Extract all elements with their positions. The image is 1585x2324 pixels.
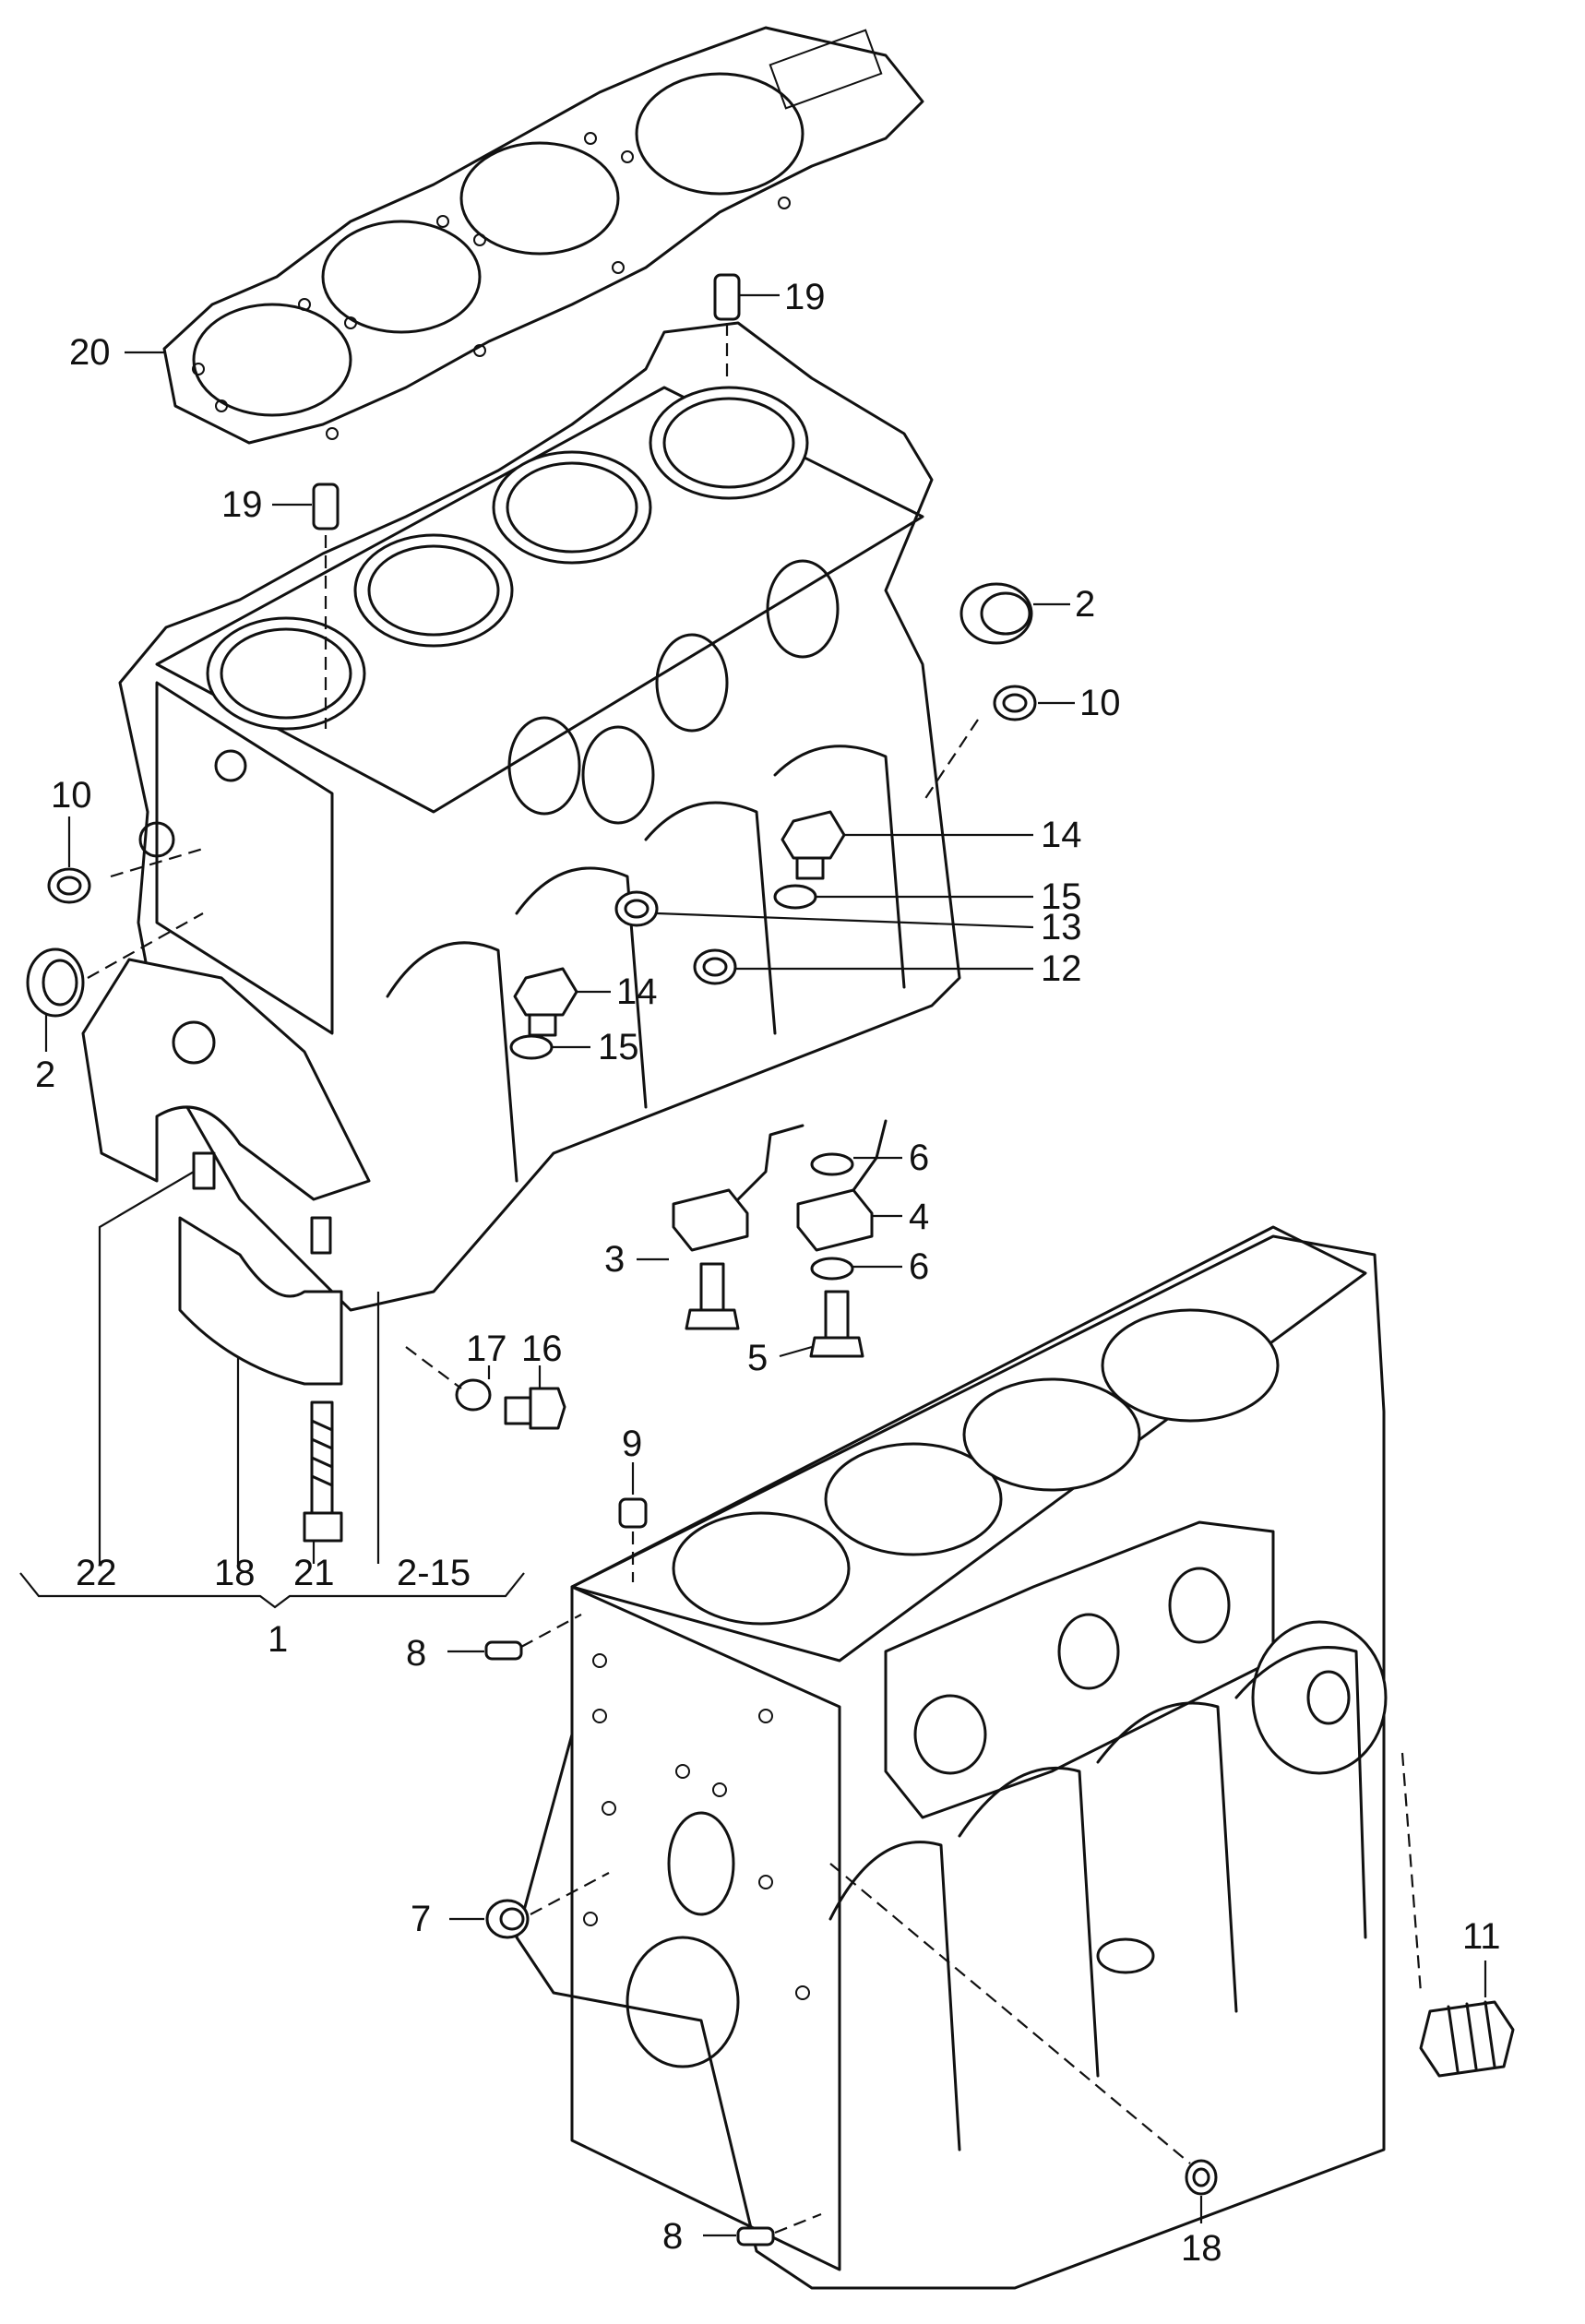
dowel-pin-8-a bbox=[484, 1640, 523, 1661]
oil-seal-7 bbox=[485, 1899, 530, 1939]
callout-16: 16 bbox=[521, 1329, 563, 1369]
threaded-plug-10-left bbox=[47, 867, 91, 904]
callout-15-right: 15 bbox=[1041, 876, 1082, 917]
callout-10-right: 10 bbox=[1079, 683, 1121, 723]
callout-3: 3 bbox=[604, 1239, 625, 1280]
main-bearing-cap bbox=[178, 1151, 343, 1386]
washer-6-a bbox=[810, 1152, 854, 1176]
threaded-plug-10-right bbox=[993, 685, 1037, 721]
threaded-plug-18 bbox=[1185, 2159, 1218, 2196]
plug-12 bbox=[693, 948, 737, 985]
callout-15-left: 15 bbox=[598, 1027, 639, 1067]
callout-19-top: 19 bbox=[784, 277, 826, 317]
dowel-pin-9 bbox=[618, 1497, 648, 1529]
leader-lines bbox=[19, 293, 1487, 2237]
screw-plug-16 bbox=[504, 1387, 566, 1430]
callout-10-left: 10 bbox=[51, 775, 92, 816]
callout-22: 22 bbox=[76, 1553, 117, 1593]
callout-6-bottom: 6 bbox=[909, 1246, 929, 1287]
callout-1: 1 bbox=[268, 1619, 288, 1660]
lower-cylinder-block bbox=[515, 1225, 1388, 2290]
callout-labels: 20 19 19 2 10 10 2 14 15 13 12 14 15 6 4… bbox=[35, 277, 1501, 2269]
callout-18-bracket: 18 bbox=[214, 1553, 256, 1593]
dowel-sleeve-19-a bbox=[312, 483, 340, 530]
washer-6-b bbox=[810, 1257, 854, 1281]
banjo-bolt-5-a bbox=[685, 1262, 740, 1330]
callout-2-right: 2 bbox=[1075, 584, 1095, 625]
callout-8-top: 8 bbox=[406, 1633, 426, 1674]
callout-21: 21 bbox=[293, 1553, 335, 1593]
callout-12: 12 bbox=[1041, 948, 1082, 989]
oil-spray-jet-3 bbox=[672, 1124, 804, 1252]
oil-spray-jet-4 bbox=[796, 1119, 888, 1252]
oil-seal-right bbox=[959, 582, 1033, 645]
seal-ring-15-a bbox=[773, 884, 817, 910]
callout-8-bottom: 8 bbox=[662, 2216, 683, 2257]
callout-4: 4 bbox=[909, 1197, 929, 1237]
callout-2-left: 2 bbox=[35, 1055, 55, 1095]
screw-plug-14-a bbox=[781, 810, 846, 880]
bearing-cap-bolt bbox=[303, 1400, 343, 1543]
callout-14-left: 14 bbox=[616, 971, 658, 1012]
callout-20: 20 bbox=[69, 332, 111, 373]
cylinder-head-gasket bbox=[162, 26, 924, 445]
seal-ring-15-b bbox=[509, 1034, 554, 1060]
dowel-pin-8-b bbox=[736, 2226, 775, 2247]
callout-5: 5 bbox=[747, 1338, 768, 1378]
callout-2-15: 2-15 bbox=[397, 1553, 471, 1593]
callout-14-right: 14 bbox=[1041, 815, 1082, 855]
callout-11: 11 bbox=[1462, 1916, 1501, 1957]
callout-19-left: 19 bbox=[221, 484, 263, 525]
dowel-sleeve-19-b bbox=[713, 273, 741, 321]
callout-13: 13 bbox=[1041, 907, 1082, 947]
callout-17: 17 bbox=[466, 1329, 507, 1369]
callout-7: 7 bbox=[411, 1899, 431, 1939]
callout-9: 9 bbox=[622, 1424, 642, 1464]
callout-6-top: 6 bbox=[909, 1138, 929, 1178]
threaded-plug-11 bbox=[1419, 2000, 1515, 2078]
plug-13 bbox=[614, 890, 659, 927]
seal-ring-17 bbox=[455, 1378, 492, 1412]
banjo-bolt-5-b bbox=[809, 1290, 864, 1358]
callout-18-bottom: 18 bbox=[1181, 2228, 1222, 2269]
upper-cylinder-block bbox=[81, 321, 961, 1312]
oil-seal-left bbox=[26, 947, 85, 1018]
screw-plug-14-b bbox=[513, 967, 578, 1037]
